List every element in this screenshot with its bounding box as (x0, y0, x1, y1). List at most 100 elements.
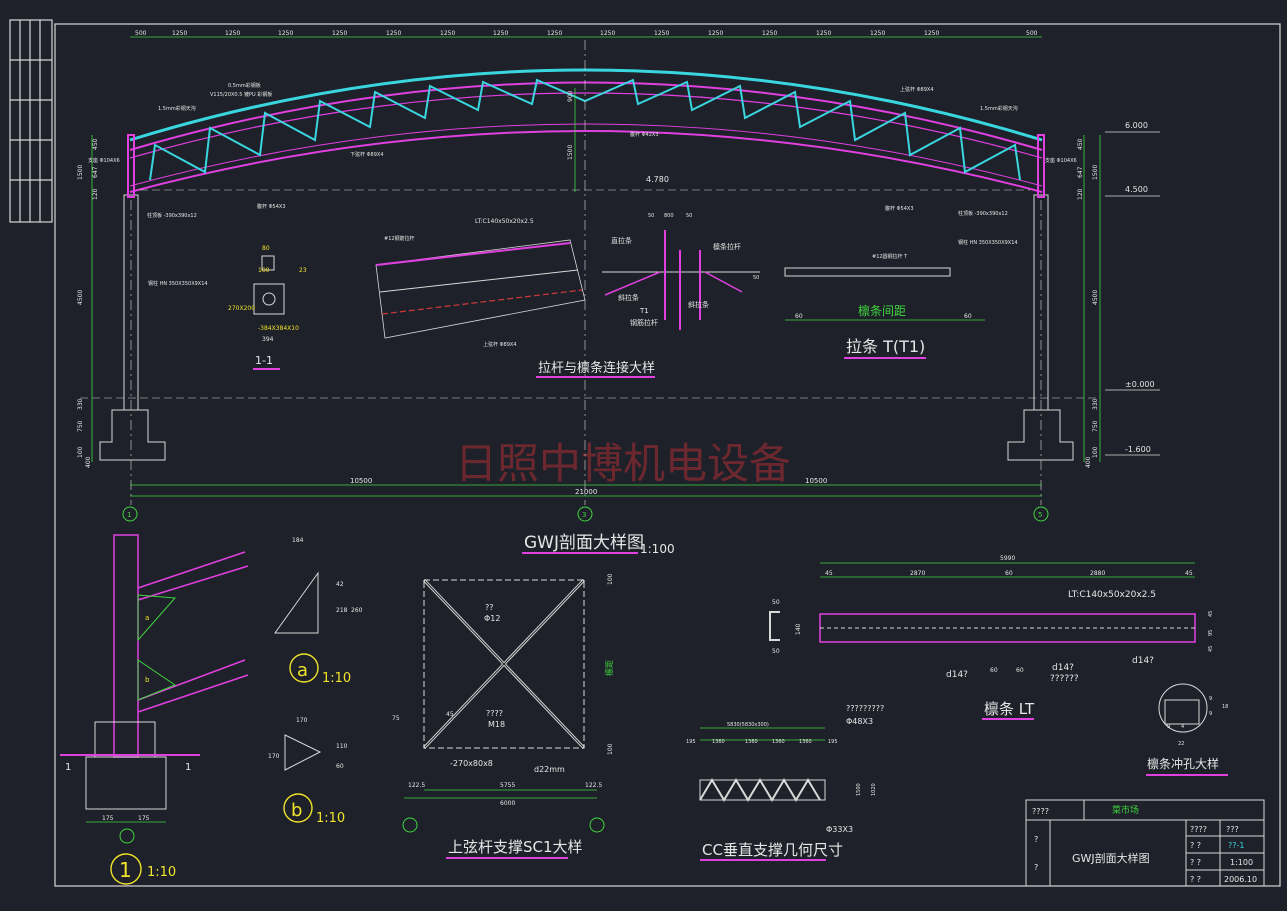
tie-T-detail: #12圆钢拉杆 T 檩条间距 60 60 拉条 T(T1) (784, 253, 985, 359)
tie-rod-detail: 直拉条 斜拉条 钢筋拉杆 斜拉条 檩条拉杆 T1 50 800 50 50 (602, 213, 760, 330)
main-section-scale: 1:100 (640, 542, 675, 556)
note-text: d22mm (534, 765, 565, 774)
dim-text: 50 (648, 213, 654, 219)
note-text: ???? (486, 709, 503, 718)
callout-text: 下弦杆 Φ89X4 (350, 151, 384, 158)
dim-text: 330 (77, 398, 84, 410)
dim-text: 1250 (654, 30, 669, 37)
dim-text: 1250 (440, 30, 455, 37)
dim-text: 60 (964, 313, 972, 320)
dim-text: 647 (1077, 166, 1084, 178)
dim-text: 10500 (350, 477, 372, 485)
dim-text: 170 (296, 717, 308, 724)
dim-text: 170 (268, 753, 280, 760)
arch-truss (80, 36, 1101, 505)
note-text: ?? (485, 603, 494, 612)
dim-text: 22 (1178, 741, 1184, 747)
callout-text: 钢柱 HN 350X350X9X14 (958, 239, 1018, 246)
detail-title: 拉条 T(T1) (846, 337, 925, 356)
sc1-brace-detail: ?? Φ12 ???? M18 -270x80x8 d22mm 檩距 75 45… (392, 573, 614, 859)
dim-text: 218 (336, 607, 348, 614)
hole-text: d14? (1132, 656, 1154, 666)
dim-text: 5755 (500, 782, 515, 789)
plate-a-detail: a 1:10 184 42 218 260 (274, 537, 363, 686)
dim-text: 4500 (77, 290, 84, 305)
dim-text: 1250 (870, 30, 885, 37)
dim-text: 4 (1181, 724, 1184, 730)
detail-1-1: 80 100 23 270X200 -384X384X10 394 1-1 (228, 245, 307, 370)
drawing-name: GWJ剖面大样图 (1072, 851, 1150, 865)
dim-text: 23 (299, 267, 307, 274)
dim-text: 9 (1209, 696, 1212, 702)
drawing-frame (9, 19, 1281, 887)
callout-text: 1.5mm彩钢天沟 (158, 105, 196, 112)
dim-text: 4500 (1092, 290, 1099, 305)
detail-title: 檩条 LT (984, 700, 1035, 718)
note-text: Φ48X3 (846, 717, 873, 726)
bottom-dimensions: 10500 21000 10500 1 3 5 (122, 477, 1049, 522)
note-text: #12圆钢拉杆 T (872, 253, 908, 260)
dim-text: 1250 (386, 30, 401, 37)
elevation-label: 6.000 (1125, 121, 1148, 130)
dim-text: 5990 (1000, 555, 1015, 562)
dim-text: 330 (1092, 398, 1099, 410)
scale-text: 1:10 (322, 671, 351, 686)
label-text: 斜拉条 (688, 300, 709, 309)
tb-label: ? (1034, 835, 1038, 844)
tb-cell: ???? (1190, 825, 1207, 834)
dim-text: 184 (292, 537, 304, 544)
dim-text: 60 (795, 313, 803, 320)
dim-text: 122.5 (408, 782, 425, 789)
dim-text: 1360 (745, 739, 758, 745)
dim-text: 100 (607, 743, 614, 755)
label-text: T1 (639, 307, 649, 315)
callout-text: 支座 Φ104X6 (88, 157, 120, 164)
dim-text: 110 (336, 743, 348, 750)
dim-text: 60 (1016, 667, 1024, 674)
callout-text: 柱顶板 -390x390x12 (147, 212, 197, 219)
axis-label: 5 (1038, 511, 1042, 519)
dim-text: 400 (85, 456, 92, 468)
scale-id: 1 (119, 858, 132, 882)
dim-text: 647 (92, 166, 99, 178)
dim-text: 1500 (567, 145, 574, 160)
dim-text: 6000 (500, 800, 515, 807)
dim-text: 100 (1092, 446, 1099, 458)
note-text: Φ33X3 (826, 825, 853, 834)
elevation-label: ±0.000 (1125, 380, 1155, 389)
dim-text: 750 (77, 420, 84, 432)
dim-text: 120 (92, 188, 99, 200)
dim-text: 75 (392, 715, 400, 722)
elevation-label: 4.780 (646, 175, 669, 184)
dim-text: 2870 (910, 570, 925, 577)
axis-label: 3 (582, 511, 586, 519)
dim-text: 60 (990, 667, 998, 674)
dim-text: 80 (262, 245, 270, 252)
dim-text: 400 (1085, 456, 1092, 468)
detail-title: 拉杆与檩条连接大样 (538, 360, 655, 376)
tb-cell: ? ? (1190, 858, 1201, 867)
dim-text: 9 (1167, 724, 1170, 730)
dim-text: 195 (686, 739, 696, 745)
dim-text: 45 (1208, 611, 1214, 617)
dim-text: 5830(5830x300) (727, 722, 769, 728)
note-text: 檩距 (604, 660, 614, 676)
dim-text: 1250 (332, 30, 347, 37)
dim-text: 120 (1077, 188, 1084, 200)
dim-text: 100 (607, 573, 614, 585)
dim-text: 1250 (172, 30, 187, 37)
dim-text: 1250 (225, 30, 240, 37)
hole-text: ?????? (1050, 674, 1079, 684)
dim-text: 1020 (871, 783, 877, 796)
tb-cell: ??-1 (1228, 841, 1244, 850)
hole-text: d14? (946, 670, 968, 680)
note-text: 上弦杆 Φ89X4 (483, 341, 517, 348)
dim-text: 50 (772, 599, 780, 606)
dim-text: 450 (92, 138, 99, 150)
scale-text: 1:10 (147, 865, 176, 880)
dim-text: 45 (1185, 570, 1193, 577)
callout-text: 柱顶板 -390x390x12 (958, 210, 1008, 217)
dim-text: 60 (336, 763, 344, 770)
detail-title: CC垂直支撑几何尺寸 (702, 841, 843, 859)
dim-text: 100 (258, 267, 270, 274)
